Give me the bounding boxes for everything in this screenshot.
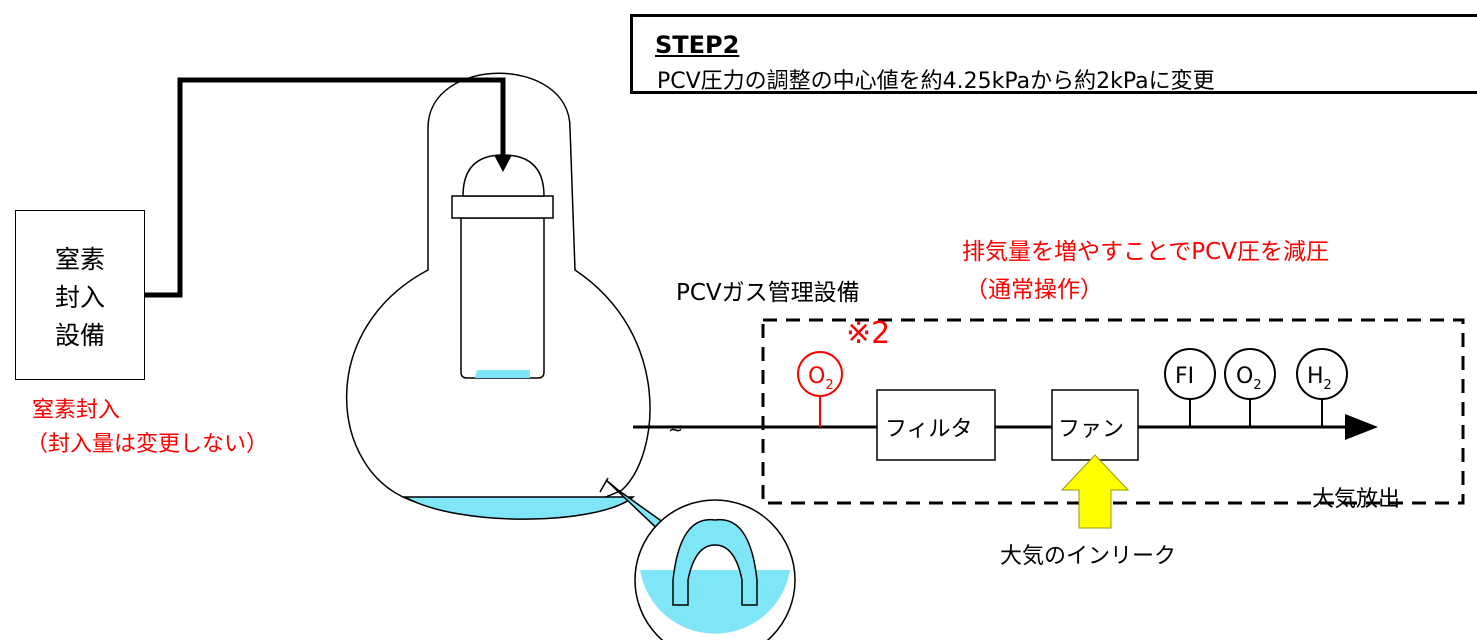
vent-pipe-collar	[599, 477, 609, 493]
reactor-pressure-vessel	[460, 217, 545, 379]
torus-arch	[672, 518, 758, 606]
o2-indicator	[1224, 348, 1276, 400]
nitrogen-injection-unit: 窒素 封入 設備	[15, 210, 145, 380]
step-title: STEP2	[655, 31, 740, 59]
o2-red-indicator	[797, 351, 843, 397]
h2-indicator	[1296, 348, 1348, 400]
fi-label: FI	[1175, 364, 1194, 389]
nitrogen-unit-line3: 設備	[54, 321, 105, 350]
inleak-label: 大気のインリーク	[1000, 544, 1177, 569]
pcv-gas-system-label: PCVガス管理設備	[676, 280, 860, 306]
release-arrowhead	[1345, 414, 1378, 440]
filter-box	[876, 389, 996, 461]
o2-red-label: O2	[808, 364, 834, 393]
nitrogen-note-line2: （封入量は変更しない）	[26, 432, 269, 457]
fi-indicator	[1164, 348, 1216, 400]
pcv-gas-system-boundary	[761, 318, 1465, 505]
fan-label: ファン	[1058, 417, 1125, 442]
line-break-mark: ≈	[668, 418, 683, 439]
inleak-arrow	[1060, 454, 1130, 529]
exhaust-note-line1: 排気量を増やすことでPCV圧を減圧	[962, 239, 1329, 265]
step-description: PCV圧力の調整の中心値を約4.25kPaから約2kPaに変更	[657, 69, 1215, 94]
nitrogen-note-line1: 窒素封入	[32, 398, 121, 423]
step-box: STEP2 PCV圧力の調整の中心値を約4.25kPaから約2kPaに変更	[630, 14, 1477, 94]
nitrogen-unit-line2: 封入	[54, 283, 105, 312]
note-mark: ※2	[846, 316, 891, 351]
h2-label: H2	[1307, 364, 1332, 393]
nitrogen-injection-line	[145, 77, 506, 298]
o2-label: O2	[1236, 364, 1262, 393]
fan-box	[1051, 389, 1139, 461]
rpv-flange	[451, 195, 554, 219]
rpv-water	[475, 370, 530, 378]
nitrogen-unit-line1: 窒素	[54, 245, 105, 274]
filter-label: フィルタ	[885, 417, 973, 442]
nitrogen-arrowhead	[494, 155, 512, 172]
exhaust-note-line2: （通常操作）	[965, 277, 1103, 303]
release-label: 大気放出	[1312, 487, 1401, 512]
vessel-water-pool	[402, 496, 636, 520]
